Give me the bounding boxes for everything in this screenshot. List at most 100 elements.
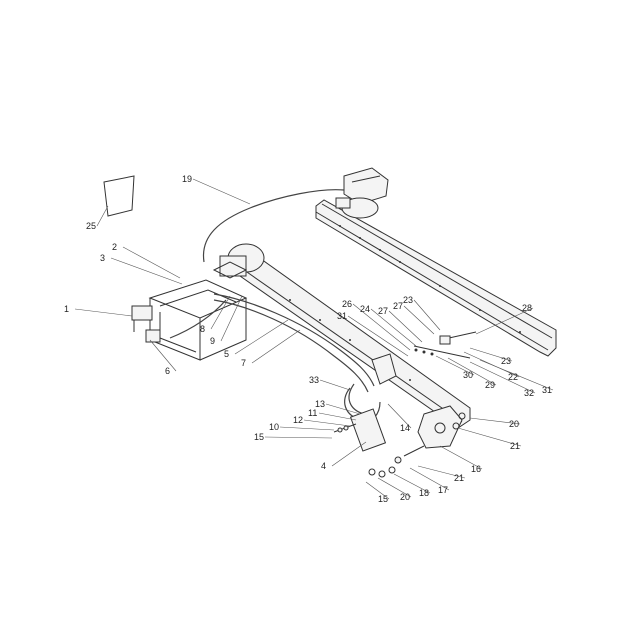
callout-13: 13 [315, 399, 361, 415]
callout-label: 20 [400, 492, 410, 502]
callout-label: 2 [112, 242, 117, 252]
callout-9: 9 [210, 295, 243, 346]
callout-19: 19 [182, 174, 251, 205]
callout-label: 27 [393, 301, 403, 311]
callout-10: 10 [269, 422, 335, 432]
callout-label: 31 [542, 385, 552, 395]
callout-1: 1 [64, 304, 133, 317]
callout-leader [122, 246, 181, 279]
callout-label: 8 [200, 324, 205, 334]
callout-leader [387, 403, 412, 429]
callout-16: 16 [439, 445, 483, 474]
callout-label: 19 [182, 174, 192, 184]
callout-12: 12 [293, 415, 351, 427]
callout-label: 5 [224, 349, 229, 359]
callout-leader [192, 178, 251, 205]
callout-20: 20 [469, 417, 521, 429]
callout-label: 27 [378, 306, 388, 316]
callout-leader [479, 359, 554, 391]
callout-label: 14 [400, 423, 410, 433]
callout-label: 10 [269, 422, 279, 432]
callout-leader [469, 417, 521, 425]
callout-label: 1 [64, 304, 69, 314]
callout-7: 7 [241, 329, 301, 368]
callout-leader [347, 315, 409, 357]
callout-layer: 1234567891011121314151516171819202021212… [64, 174, 554, 504]
left-bracket-frame [148, 279, 248, 361]
callout-leader [251, 329, 301, 364]
callout-label: 23 [403, 295, 413, 305]
callout-20b: 20 [377, 477, 412, 502]
callout-28: 28 [475, 303, 534, 335]
callout-leader [475, 307, 534, 335]
part-1-valve-unit [131, 305, 153, 332]
callout-leader [331, 441, 367, 467]
callout-leader [370, 308, 417, 347]
callout-leader [409, 467, 450, 491]
callout-label: 11 [308, 408, 317, 418]
callout-leader [220, 295, 243, 342]
callout-label: 21 [454, 473, 464, 483]
callout-leader [149, 339, 177, 372]
callout-leader [352, 303, 411, 351]
callout-label: 29 [485, 380, 495, 390]
callout-label: 26 [342, 299, 352, 309]
callout-leader [110, 257, 183, 285]
callout-leader [319, 379, 351, 391]
callout-26: 26 [342, 299, 411, 351]
callout-15b: 15 [365, 481, 390, 504]
callout-leader [393, 473, 431, 494]
part-14-bracket [371, 353, 397, 385]
callout-leader [413, 299, 441, 331]
callout-label: 21 [510, 441, 520, 451]
callout-leader [279, 426, 335, 431]
callout-leader [403, 305, 435, 335]
callout-leader [388, 310, 423, 343]
callout-2: 2 [112, 242, 181, 279]
part-25-plate [103, 175, 135, 217]
part-6-fitting [145, 329, 161, 343]
callout-leader [303, 419, 351, 427]
callout-leader [365, 481, 390, 500]
rear-air-spring-assembly [335, 167, 389, 219]
callout-25: 25 [86, 205, 109, 231]
callout-18: 18 [393, 473, 431, 498]
callout-32: 32 [469, 361, 536, 398]
callout-label: 20 [509, 419, 519, 429]
callout-leader [210, 295, 231, 330]
callout-30: 30 [435, 355, 475, 380]
callout-label: 7 [241, 358, 246, 368]
callout-label: 31 [337, 311, 347, 321]
callout-23b: 23 [469, 347, 513, 366]
callout-leader [325, 403, 361, 415]
callout-29: 29 [447, 357, 497, 390]
callout-leader [318, 412, 357, 421]
callout-leader [435, 355, 475, 376]
callout-21: 21 [457, 427, 522, 451]
callout-leader [457, 427, 522, 447]
callout-31: 31 [337, 311, 409, 357]
callout-label: 24 [360, 304, 370, 314]
front-valve-assembly [212, 243, 265, 279]
callout-label: 13 [315, 399, 325, 409]
callout-31b: 31 [479, 359, 554, 395]
callout-leader [377, 477, 412, 498]
callout-leader [96, 205, 109, 227]
part-16-valve-block [394, 405, 463, 464]
callout-5: 5 [224, 319, 289, 359]
small-hardware [368, 412, 466, 478]
callout-leader [74, 308, 133, 317]
callout-label: 30 [463, 370, 473, 380]
height-valve-linkage [413, 331, 477, 359]
callout-label: 9 [210, 336, 215, 346]
callout-17: 17 [409, 467, 450, 495]
callout-3: 3 [100, 253, 183, 285]
callout-label: 32 [524, 388, 534, 398]
callout-27: 27 [378, 306, 423, 343]
callout-14: 14 [387, 403, 412, 433]
callout-11: 11 [308, 408, 357, 421]
callout-label: 16 [471, 464, 481, 474]
callout-label: 23 [501, 356, 511, 366]
callout-label: 6 [165, 366, 170, 376]
